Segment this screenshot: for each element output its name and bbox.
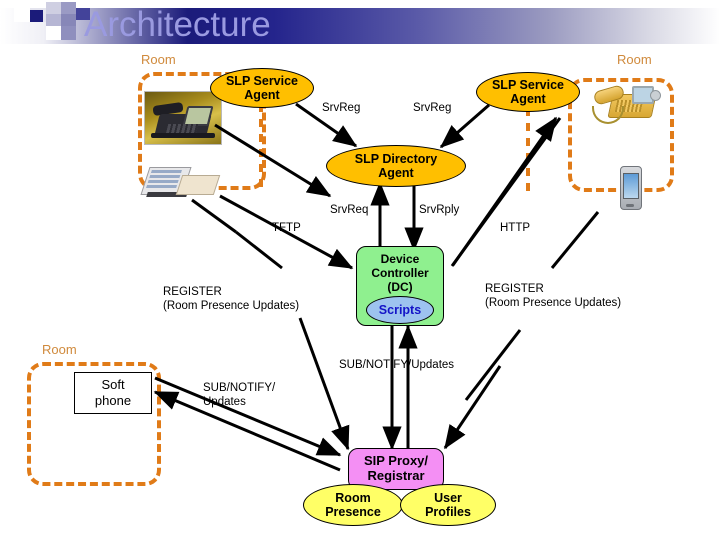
- user-profiles-line2: Profiles: [425, 505, 471, 519]
- edge-register-left-seg2: [235, 230, 283, 270]
- node-slp-service-agent-right[interactable]: SLP Service Agent: [476, 72, 580, 112]
- edge-register-right-seg2: [464, 329, 522, 401]
- pda-screen: [623, 173, 639, 199]
- ip-phone-base: [151, 133, 215, 138]
- pda-smartphone-icon: [620, 166, 642, 210]
- slp-service-agent-left-line2: Agent: [244, 88, 280, 102]
- slp-service-agent-left-line1: SLP Service: [225, 74, 299, 88]
- decor-square-8: [46, 26, 61, 40]
- edge-label-tftp: TFTP: [272, 222, 301, 234]
- sip-proxy-line2: Registrar: [367, 468, 425, 483]
- register-right-line2: (Room Presence Updates): [485, 297, 622, 310]
- edge-register-right-seg1: [550, 211, 600, 269]
- slp-directory-agent-line1: SLP Directory: [354, 152, 438, 166]
- node-room-presence[interactable]: Room Presence: [303, 484, 403, 526]
- ip-phone-screen: [182, 106, 214, 126]
- node-user-profiles[interactable]: User Profiles: [400, 484, 496, 526]
- edge-label-srvreg-right: SrvReg: [413, 102, 452, 114]
- banner-gradient: [0, 8, 720, 44]
- decor-square-7: [61, 14, 76, 26]
- keypad-card-reader-icon: [140, 165, 221, 197]
- device-controller-line1: Device: [380, 252, 420, 266]
- decor-square-3: [30, 10, 43, 22]
- pda-button: [626, 204, 634, 207]
- desk-ip-phone-icon: [144, 91, 222, 145]
- edge-register-left-seg1: [191, 198, 237, 234]
- sip-proxy-line1: SIP Proxy/: [363, 453, 429, 469]
- room-bottom-label: Room: [42, 342, 77, 357]
- edge-dc-to-tanphone: [451, 116, 558, 266]
- room-presence-line2: Presence: [325, 505, 381, 519]
- edge-label-srvreq: SrvReq: [330, 204, 369, 216]
- room-right-label: Room: [617, 52, 652, 67]
- slp-directory-agent-line2: Agent: [378, 166, 414, 180]
- title-banner: Architecture: [0, 0, 720, 50]
- decor-square-5: [61, 2, 76, 14]
- node-slp-directory-agent[interactable]: SLP Directory Agent: [326, 145, 466, 187]
- room-left-label: Room: [141, 52, 176, 67]
- decor-square-4: [46, 2, 61, 14]
- edge-label-srvrply: SrvRply: [419, 204, 460, 216]
- decor-square-9: [61, 26, 76, 40]
- slp-service-agent-right-line2: Agent: [510, 92, 546, 106]
- page-title: Architecture: [84, 5, 271, 44]
- edge-register-left-to-proxy: [298, 317, 350, 451]
- node-scripts[interactable]: Scripts: [366, 296, 434, 324]
- sub-notify-softphone-line2: Updates: [203, 396, 246, 409]
- node-sip-proxy-registrar[interactable]: SIP Proxy/ Registrar: [348, 448, 444, 490]
- decor-square-1: [14, 8, 30, 22]
- scripts-label: Scripts: [378, 303, 422, 317]
- tan-phone-cord: [592, 106, 624, 124]
- tan-desk-phone-icon: [592, 84, 666, 132]
- decor-square-10: [76, 8, 90, 20]
- user-profiles-line1: User: [434, 491, 462, 505]
- register-left-line1: REGISTER: [163, 286, 222, 298]
- edge-register-right-to-proxy: [443, 365, 502, 450]
- edge-dc-http-right: [450, 117, 562, 267]
- edge-label-sub-notify-updates: SUB/NOTIFY/Updates: [339, 359, 455, 371]
- edge-label-register-right: REGISTER (Room Presence Updates): [485, 282, 621, 311]
- register-left-line2: (Room Presence Updates): [163, 300, 300, 313]
- keypad-keys: [146, 170, 182, 188]
- soft-phone-line2: phone: [94, 393, 132, 408]
- sub-notify-softphone-line1: SUB/NOTIFY/: [203, 382, 276, 394]
- edge-label-srvreg-left: SrvReg: [322, 102, 361, 114]
- tan-phone-dial: [650, 90, 661, 101]
- edge-label-http: HTTP: [500, 222, 531, 234]
- device-controller-line2: Controller: [371, 265, 429, 280]
- device-controller-line3: (DC): [387, 279, 413, 294]
- soft-phone-line1: Soft: [101, 377, 125, 393]
- node-soft-phone[interactable]: Soft phone: [74, 372, 152, 414]
- edge-label-sub-notify-softphone: SUB/NOTIFY/ Updates: [203, 381, 275, 410]
- slp-service-agent-right-line1: SLP Service: [491, 78, 565, 92]
- edge-label-register-left: REGISTER (Room Presence Updates): [163, 285, 299, 314]
- node-slp-service-agent-left[interactable]: SLP Service Agent: [210, 68, 314, 108]
- decor-square-6: [46, 14, 61, 26]
- register-right-line1: REGISTER: [485, 283, 544, 295]
- room-presence-line1: Room: [335, 491, 371, 505]
- keypad-block: [175, 175, 221, 195]
